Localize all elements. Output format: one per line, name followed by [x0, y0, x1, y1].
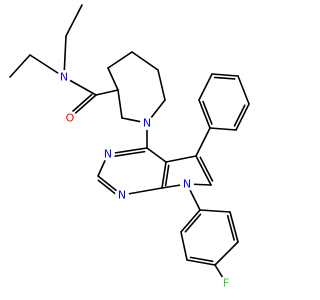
bond-ch2b-me2 — [9, 54, 31, 78]
bond-c7a-c4a — [161, 161, 167, 189]
bond-c5-c6-second — [199, 156, 214, 182]
bond-ph5-ph6 — [235, 103, 250, 131]
bond-p4-p5 — [157, 69, 166, 101]
bond-p2-p3 — [107, 51, 133, 69]
atom-label-pyrimidine-nitrogen-bottom: N — [118, 189, 126, 202]
bond-ph1-ph2-second — [202, 100, 213, 125]
bond-f5-f6 — [229, 211, 239, 243]
bond-c4a-c4 — [146, 147, 167, 163]
atom-label-amide-nitrogen: N — [60, 71, 68, 84]
bond-ph5-ph6-second — [233, 104, 246, 127]
atom-label-piperidine-nitrogen: N — [143, 117, 151, 130]
bond-f2-f3 — [180, 231, 188, 261]
bond-c4a-c5 — [165, 155, 197, 163]
bond-ph1-ph2 — [198, 99, 211, 129]
bond-c5-c6 — [195, 155, 212, 186]
bond-c7a-c4a-second — [164, 164, 170, 187]
bond-f5-f6-second — [226, 214, 235, 241]
bond-f1-f2-second — [184, 213, 202, 233]
atom-amide-nitrogen: N — [57, 70, 71, 84]
bond-c11-o1-second — [69, 93, 93, 115]
atom-carbonyl-oxygen: O — [63, 111, 77, 125]
bond-c4-n3-second — [110, 150, 146, 158]
molecule-structure-diagram: N O N N N N F — [9, 4, 250, 290]
bond-me1-ch2a — [65, 4, 83, 37]
atom-pyrimidine-nitrogen-bottom: N — [115, 188, 129, 202]
bond-ph2-ph3 — [198, 73, 213, 101]
bond-ph3-ph4-second — [213, 76, 236, 80]
bond-ph4-ph5 — [237, 75, 250, 105]
atom-label-fluorine: F — [223, 277, 229, 290]
bond-f1-f2 — [180, 209, 201, 233]
bond-p6-c3 — [117, 89, 123, 119]
bond-c5-ph1 — [195, 127, 211, 157]
atom-piperidine-nitrogen: N — [140, 116, 154, 130]
bond-p3-p4 — [131, 51, 159, 71]
atom-label-carbonyl-oxygen: O — [66, 112, 75, 125]
atom-labels: N O N N N N F — [57, 70, 233, 290]
bond-c11-c3 — [95, 89, 119, 96]
bond-c3-p2 — [107, 67, 119, 91]
bond-lines — [9, 4, 250, 284]
atom-pyrrole-nitrogen: N — [180, 177, 194, 191]
bond-ph3-ph4 — [211, 73, 239, 77]
bond-f4-f5 — [214, 241, 239, 266]
atom-fluorine: F — [219, 276, 233, 290]
atom-label-pyrimidine-nitrogen-top: N — [104, 148, 112, 161]
bond-f6-f1 — [199, 209, 231, 213]
atom-label-pyrrole-nitrogen: N — [183, 178, 191, 191]
atom-pyrimidine-nitrogen-top: N — [101, 147, 115, 161]
bond-ph6-ph1 — [209, 127, 237, 131]
bond-f3-f4-second — [189, 256, 214, 263]
bond-f3-f4 — [186, 259, 216, 266]
bond-c2-n4-second — [97, 179, 119, 197]
